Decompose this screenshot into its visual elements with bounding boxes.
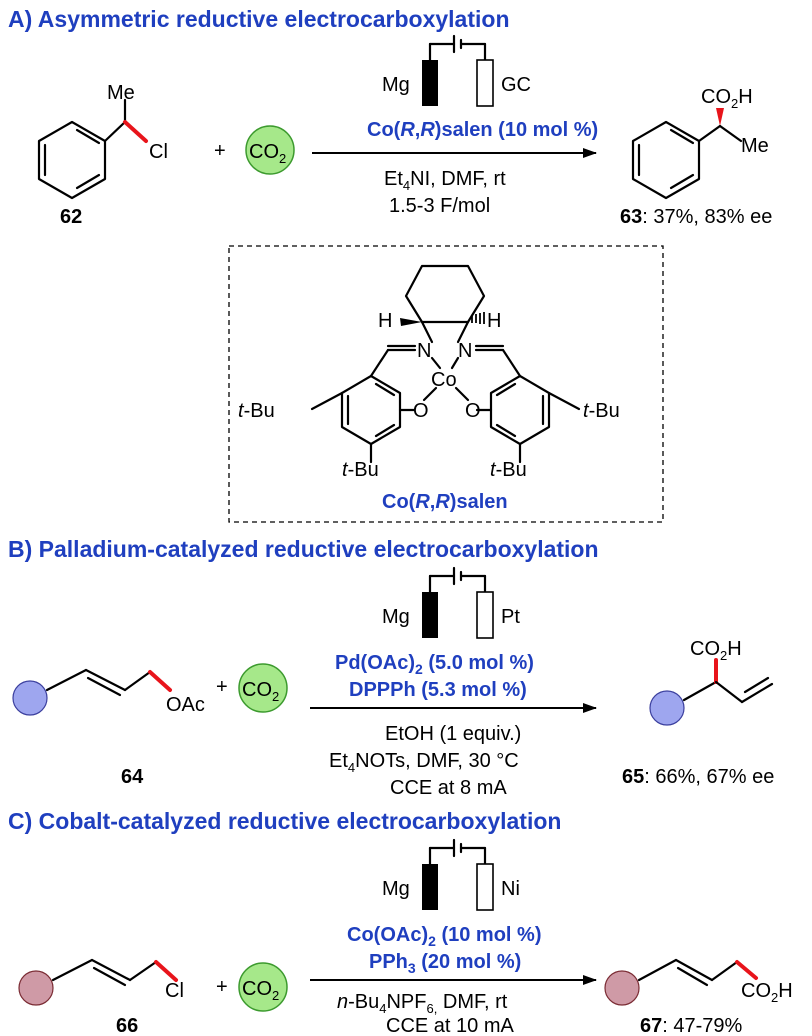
catalyst-structure-box	[228, 245, 664, 523]
substrate-66-chloride: Cl	[165, 980, 184, 1002]
conditions-c-line1: n-Bu4NPF6, DMF, rt	[337, 991, 508, 1016]
electrochemical-cell-b	[422, 566, 494, 639]
product-67-carboxyl: CO2H	[741, 980, 793, 1005]
co2-reagent-a: CO2	[245, 125, 295, 175]
salen-tbu-right: t-Bu	[583, 400, 620, 422]
svg-text:CO2: CO2	[242, 978, 279, 1003]
compound-number-66: 66	[116, 1015, 138, 1036]
salen-n-right: N	[458, 340, 472, 362]
product-65-carboxyl: CO2H	[690, 638, 742, 663]
conditions-c-line2: CCE at 10 mA	[386, 1015, 514, 1036]
cathode-electrode-c	[476, 863, 494, 911]
salen-name: Co(R,R)salen	[382, 491, 508, 513]
salen-h-right: H	[487, 310, 501, 332]
product-65-result: 65: 66%, 67% ee	[622, 766, 774, 788]
substituent-sphere-67	[604, 970, 640, 1006]
salen-tbu-bottom-left: t-Bu	[342, 459, 379, 481]
conditions-a-line2: 1.5-3 F/mol	[389, 195, 490, 217]
product-63-carboxyl: CO2H	[701, 86, 753, 111]
svg-text:CO2: CO2	[242, 679, 279, 704]
plus-sign-b: +	[216, 676, 228, 698]
co2-circle-a	[245, 125, 295, 175]
substrate-66-structure	[18, 958, 178, 1006]
compound-number-62: 62	[60, 206, 82, 228]
plus-sign-c: +	[216, 976, 228, 998]
salen-o-left: O	[413, 400, 429, 422]
catalyst-label-b1: Pd(OAc)2 (5.0 mol %)	[335, 652, 534, 677]
conditions-b-line1: EtOH (1 equiv.)	[385, 723, 521, 745]
cathode-electrode-a	[476, 59, 494, 107]
product-63-methyl: Me	[741, 135, 769, 157]
cathode-label-c: Ni	[501, 878, 520, 900]
anode-label-a: Mg	[382, 74, 410, 96]
panel-a-title: A) Asymmetric reductive electrocarboxyla…	[8, 6, 510, 32]
substrate-62-structure	[37, 98, 148, 200]
product-67-structure	[604, 958, 758, 1006]
wedge-bond-63	[716, 108, 724, 126]
salen-tbu-left: t-Bu	[238, 400, 275, 422]
salen-n-left: N	[417, 340, 431, 362]
compound-number-64: 64	[121, 766, 144, 788]
cathode-label-b: Pt	[501, 606, 520, 628]
wedge-bond-h-left	[400, 318, 422, 326]
substituent-sphere-65	[649, 690, 685, 726]
substrate-64-acetate: OAc	[166, 694, 205, 716]
product-63-structure	[631, 108, 743, 200]
cathode-label-a: GC	[501, 74, 531, 96]
substituent-sphere-64	[12, 680, 48, 716]
co2-circle-c	[238, 962, 288, 1012]
catalyst-label-a: Co(R,R)salen (10 mol %)	[367, 119, 598, 141]
anode-electrode-c	[422, 864, 438, 910]
conditions-a-line1: Et4NI, DMF, rt	[384, 168, 506, 193]
conditions-b-line3: CCE at 8 mA	[390, 777, 507, 799]
product-65-structure	[649, 658, 774, 726]
co2-reagent-c: CO2	[238, 962, 288, 1012]
anode-electrode-a	[422, 60, 438, 106]
substrate-64-structure	[12, 668, 172, 716]
anode-electrode-b	[422, 592, 438, 638]
salen-h-left: H	[378, 310, 392, 332]
conditions-b-line2: Et4NOTs, DMF, 30 °C	[329, 750, 519, 775]
catalyst-label-c2: PPh3 (20 mol %)	[369, 951, 521, 976]
electrochemical-cell-c	[422, 838, 494, 911]
anode-label-b: Mg	[382, 606, 410, 628]
co2-circle-b	[238, 663, 288, 713]
co-salen-structure	[310, 264, 581, 464]
plus-sign-a: +	[214, 140, 226, 162]
salen-tbu-bottom-right: t-Bu	[490, 459, 527, 481]
panel-b-title: B) Palladium-catalyzed reductive electro…	[8, 536, 599, 562]
substrate-62-chloride: Cl	[149, 141, 168, 163]
svg-text:CO2: CO2	[249, 141, 286, 166]
cathode-electrode-b	[476, 591, 494, 639]
catalyst-label-c1: Co(OAc)2 (10 mol %)	[347, 924, 541, 949]
product-63-result: 63: 37%, 83% ee	[620, 206, 772, 228]
salen-cobalt: Co	[431, 369, 457, 391]
substrate-62-methyl: Me	[107, 82, 135, 104]
co2-reagent-b: CO2	[238, 663, 288, 713]
catalyst-label-b2: DPPPh (5.3 mol %)	[349, 679, 527, 701]
electrochemical-cell-a	[422, 34, 494, 107]
product-67-result: 67: 47-79%	[640, 1015, 743, 1036]
substituent-sphere-66	[18, 970, 54, 1006]
panel-c-title: C) Cobalt-catalyzed reductive electrocar…	[8, 808, 561, 834]
anode-label-c: Mg	[382, 878, 410, 900]
salen-o-right: O	[465, 400, 481, 422]
